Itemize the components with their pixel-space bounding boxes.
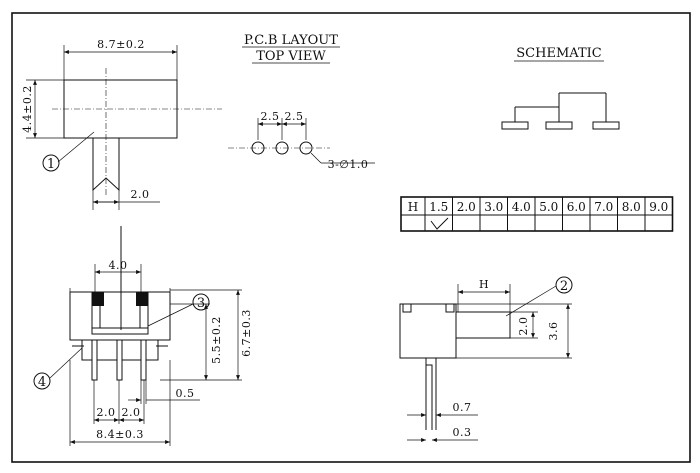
callout-4-circle (33, 372, 51, 390)
pcb-layout-title: P.C.B LAYOUT (244, 33, 338, 48)
callout-2-circle (555, 276, 573, 294)
callout-1: 1 (47, 157, 55, 172)
side-lever (455, 311, 511, 339)
side-dim-0-3: 0.3 (453, 426, 472, 439)
side-dim-3-6: 3.6 (547, 322, 560, 341)
height-table-value: 1.5 (429, 200, 448, 214)
front-pin-1 (91, 339, 98, 381)
front-top-dim: 4.0 (109, 259, 128, 272)
side-h-label: H (479, 278, 489, 291)
height-table-value: 9.0 (649, 200, 668, 214)
front-pin-3 (140, 339, 147, 381)
schematic-terminal-1 (501, 121, 529, 130)
schematic-title: SCHEMATIC (516, 46, 601, 61)
pcb-hole-2 (275, 141, 289, 155)
lever-dim: 2.0 (131, 188, 150, 201)
schematic-terminal-3 (592, 121, 620, 130)
pcb-hole-3 (299, 141, 313, 155)
pcb-layout: P.C.B LAYOUT TOP VIEW 2.5 2.5 3-∅1.0 (228, 33, 375, 171)
sheet-border (11, 12, 691, 463)
front-pin-2 (116, 339, 123, 381)
front-pin-dim: 0.5 (176, 387, 195, 400)
height-table-value: 6.0 (567, 200, 586, 214)
front-width-dim: 8.4±0.3 (96, 428, 144, 441)
schematic: SCHEMATIC (501, 46, 620, 130)
callout-4: 4 (38, 375, 46, 390)
height-table-frame (400, 196, 674, 232)
side-dim-2-0: 2.0 (517, 317, 530, 336)
callout-1-circle (42, 154, 60, 172)
top-height-dim: 4.4±0.2 (21, 85, 34, 133)
height-table-value: 3.0 (484, 200, 503, 214)
height-table: H 1.5 2.0 3.0 4.0 5.0 6.0 7.0 8.0 9.0 (400, 196, 674, 232)
height-table-value: 2.0 (457, 200, 476, 214)
callout-2: 2 (560, 279, 568, 294)
top-view: 8.7±0.2 4.4±0.2 2.0 1 (21, 38, 222, 210)
pcb-hole-1 (251, 141, 265, 155)
top-view-title: TOP VIEW (256, 49, 326, 64)
pcb-hole-note: 3-∅1.0 (328, 158, 369, 171)
lever-top (92, 138, 120, 192)
pcb-pitch-2: 2.5 (285, 110, 304, 123)
top-width-dim: 8.7±0.2 (97, 38, 145, 51)
front-pitch-right: 2.0 (122, 406, 141, 419)
front-view: 4.0 5.5±0.2 6.7±0.3 3 (33, 226, 253, 446)
height-table-value: 5.0 (539, 200, 558, 214)
front-pitch-left: 2.0 (97, 406, 116, 419)
callout-3: 3 (197, 296, 205, 311)
side-view: H 2.0 3.6 2 0.7 0.3 (399, 276, 573, 442)
front-height-inner: 5.5±0.2 (210, 316, 223, 364)
schematic-terminal-2 (545, 121, 573, 130)
height-table-value: 8.0 (622, 200, 641, 214)
callout-3-circle (192, 293, 210, 311)
pcb-pitch-1: 2.5 (261, 110, 280, 123)
height-table-header: H (408, 200, 418, 214)
height-table-value: 4.0 (512, 200, 531, 214)
height-table-value: 7.0 (594, 200, 613, 214)
side-dim-0-7: 0.7 (453, 401, 472, 414)
front-height-outer: 6.7±0.3 (240, 309, 253, 357)
check-mark-icon (430, 217, 449, 230)
